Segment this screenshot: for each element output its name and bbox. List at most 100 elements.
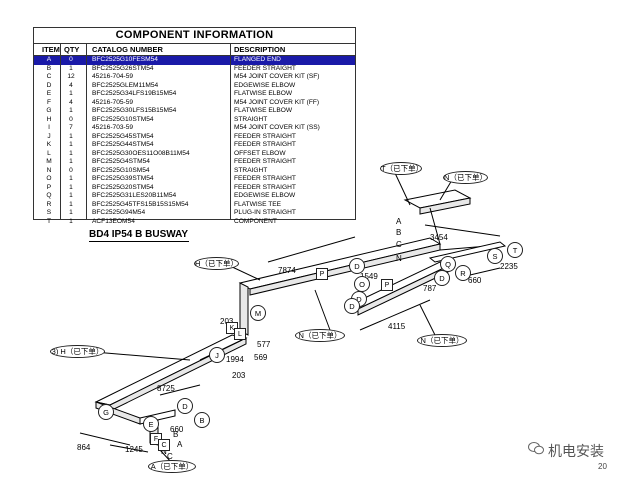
qty-cell: 1 bbox=[69, 132, 73, 140]
title-underline bbox=[89, 241, 189, 242]
item-cell: R bbox=[46, 200, 52, 208]
table-header: ITEM QTY CATALOG NUMBER DESCRIPTION bbox=[34, 44, 355, 56]
catalog-cell: BFC2525G4STM54 bbox=[92, 158, 150, 165]
qty-cell: 1 bbox=[69, 141, 73, 148]
table-row: K 1 BFC2525G44STM54 FEEDER STRAIGHT bbox=[34, 141, 355, 150]
catalog-cell: BFC2525G39STM54 bbox=[92, 175, 154, 182]
component-info-table: COMPONENT INFORMATION ITEM QTY CATALOG N… bbox=[33, 27, 356, 225]
qty-cell: 0 bbox=[69, 166, 73, 174]
marker-m: M bbox=[250, 305, 266, 321]
item-cell: Q bbox=[46, 192, 52, 199]
catalog-cell: 45216-704-59 bbox=[92, 73, 134, 80]
catalog-cell: 45216-703-59 bbox=[92, 124, 134, 131]
dim-660-right: 660 bbox=[468, 276, 482, 285]
dim-8725: 8725 bbox=[157, 384, 175, 393]
description-cell: M54 JOINT COVER KIT (SS) bbox=[234, 124, 320, 131]
marker-s: S bbox=[487, 248, 503, 264]
qty-cell: 1 bbox=[69, 90, 73, 97]
marker-d: D bbox=[349, 258, 365, 274]
item-cell: O bbox=[46, 175, 52, 182]
phase-label-a: A bbox=[396, 217, 402, 226]
phase-label-b-bottom: B bbox=[173, 430, 179, 439]
callout-a-bottom: A（已下单） bbox=[148, 460, 196, 473]
description-cell: FLANGED END bbox=[234, 56, 281, 63]
item-cell: H bbox=[46, 115, 52, 123]
catalog-cell: BFC2525G10STM54 bbox=[92, 115, 154, 123]
catalog-cell: BFC2525G20STM54 bbox=[92, 183, 154, 191]
description-cell: FLATWISE ELBOW bbox=[234, 90, 293, 97]
header-catalog: CATALOG NUMBER bbox=[92, 45, 163, 54]
page-number: 20 bbox=[598, 462, 607, 471]
phase-label-n-bottom: N bbox=[161, 447, 167, 456]
marker-e: E bbox=[143, 416, 159, 432]
marker-o: O bbox=[354, 276, 370, 292]
marker-q: Q bbox=[440, 256, 456, 272]
table-divider bbox=[86, 43, 87, 219]
marker-r: R bbox=[455, 265, 471, 281]
marker-p: P bbox=[381, 279, 393, 291]
marker-d: D bbox=[177, 398, 193, 414]
marker-d: D bbox=[434, 270, 450, 286]
qty-cell: 1 bbox=[69, 175, 73, 182]
description-cell: FEEDER STRAIGHT bbox=[234, 141, 296, 148]
item-cell: T bbox=[46, 217, 52, 225]
dim-1994: 1994 bbox=[226, 355, 244, 364]
dim-1549: 1549 bbox=[360, 272, 378, 281]
wechat-icon bbox=[528, 442, 544, 455]
phase-label-n: N bbox=[396, 254, 402, 263]
item-cell: I bbox=[48, 124, 50, 131]
item-cell: C bbox=[46, 73, 52, 80]
catalog-cell: BFC2525G30OES11O08B11M54 bbox=[92, 149, 190, 157]
catalog-cell: BFC2525G45TFS15B15S15M54 bbox=[92, 200, 189, 208]
catalog-cell: BFC2525G44STM54 bbox=[92, 141, 154, 148]
item-cell: N bbox=[46, 166, 52, 174]
phase-label-c: C bbox=[396, 240, 402, 249]
marker-c: C bbox=[158, 439, 170, 451]
description-cell: COMPONENT bbox=[234, 217, 277, 225]
catalog-cell: BFC2525G94M54 bbox=[92, 209, 146, 216]
qty-cell: 1 bbox=[69, 209, 73, 216]
dim-660-left: 660 bbox=[170, 425, 184, 434]
qty-cell: 1 bbox=[69, 64, 73, 72]
catalog-cell: BFC2525G10SM54 bbox=[92, 166, 150, 174]
qty-cell: 1 bbox=[69, 217, 73, 225]
description-cell: FLATWISE ELBOW bbox=[234, 107, 293, 114]
marker-p: P bbox=[316, 268, 328, 280]
item-cell: M bbox=[46, 158, 52, 165]
table-divider bbox=[60, 43, 61, 219]
qty-cell: 1 bbox=[69, 149, 73, 157]
dim-577: 577 bbox=[257, 340, 271, 349]
table-row: N 0 BFC2525G10SM54 STRAIGHT bbox=[34, 167, 355, 176]
table-row: I 7 45216-703-59 M54 JOINT COVER KIT (SS) bbox=[34, 124, 355, 133]
marker-d: D bbox=[344, 298, 360, 314]
dim-864: 864 bbox=[77, 443, 91, 452]
qty-cell: 0 bbox=[69, 115, 73, 123]
callout-n-mid: N（已下单） bbox=[295, 329, 345, 342]
dim-787: 787 bbox=[423, 284, 437, 293]
watermark-text: 机电安装 bbox=[548, 443, 604, 459]
description-cell: STRAIGHT bbox=[234, 166, 268, 174]
qty-cell: 1 bbox=[69, 183, 73, 191]
item-cell: S bbox=[46, 209, 52, 216]
description-cell: EDGEWISE ELBOW bbox=[234, 81, 296, 89]
item-cell: L bbox=[47, 149, 51, 157]
item-cell: J bbox=[47, 132, 51, 140]
qty-cell: 1 bbox=[69, 192, 73, 199]
item-cell: K bbox=[46, 141, 52, 148]
diagram-title: BD4 IP54 B BUSWAY bbox=[89, 229, 189, 240]
item-cell: E bbox=[46, 90, 52, 97]
description-cell: FEEDER STRAIGHT bbox=[234, 132, 296, 140]
qty-cell: 7 bbox=[69, 124, 73, 131]
marker-t: T bbox=[507, 242, 523, 258]
description-cell: EDGEWISE ELBOW bbox=[234, 192, 296, 199]
